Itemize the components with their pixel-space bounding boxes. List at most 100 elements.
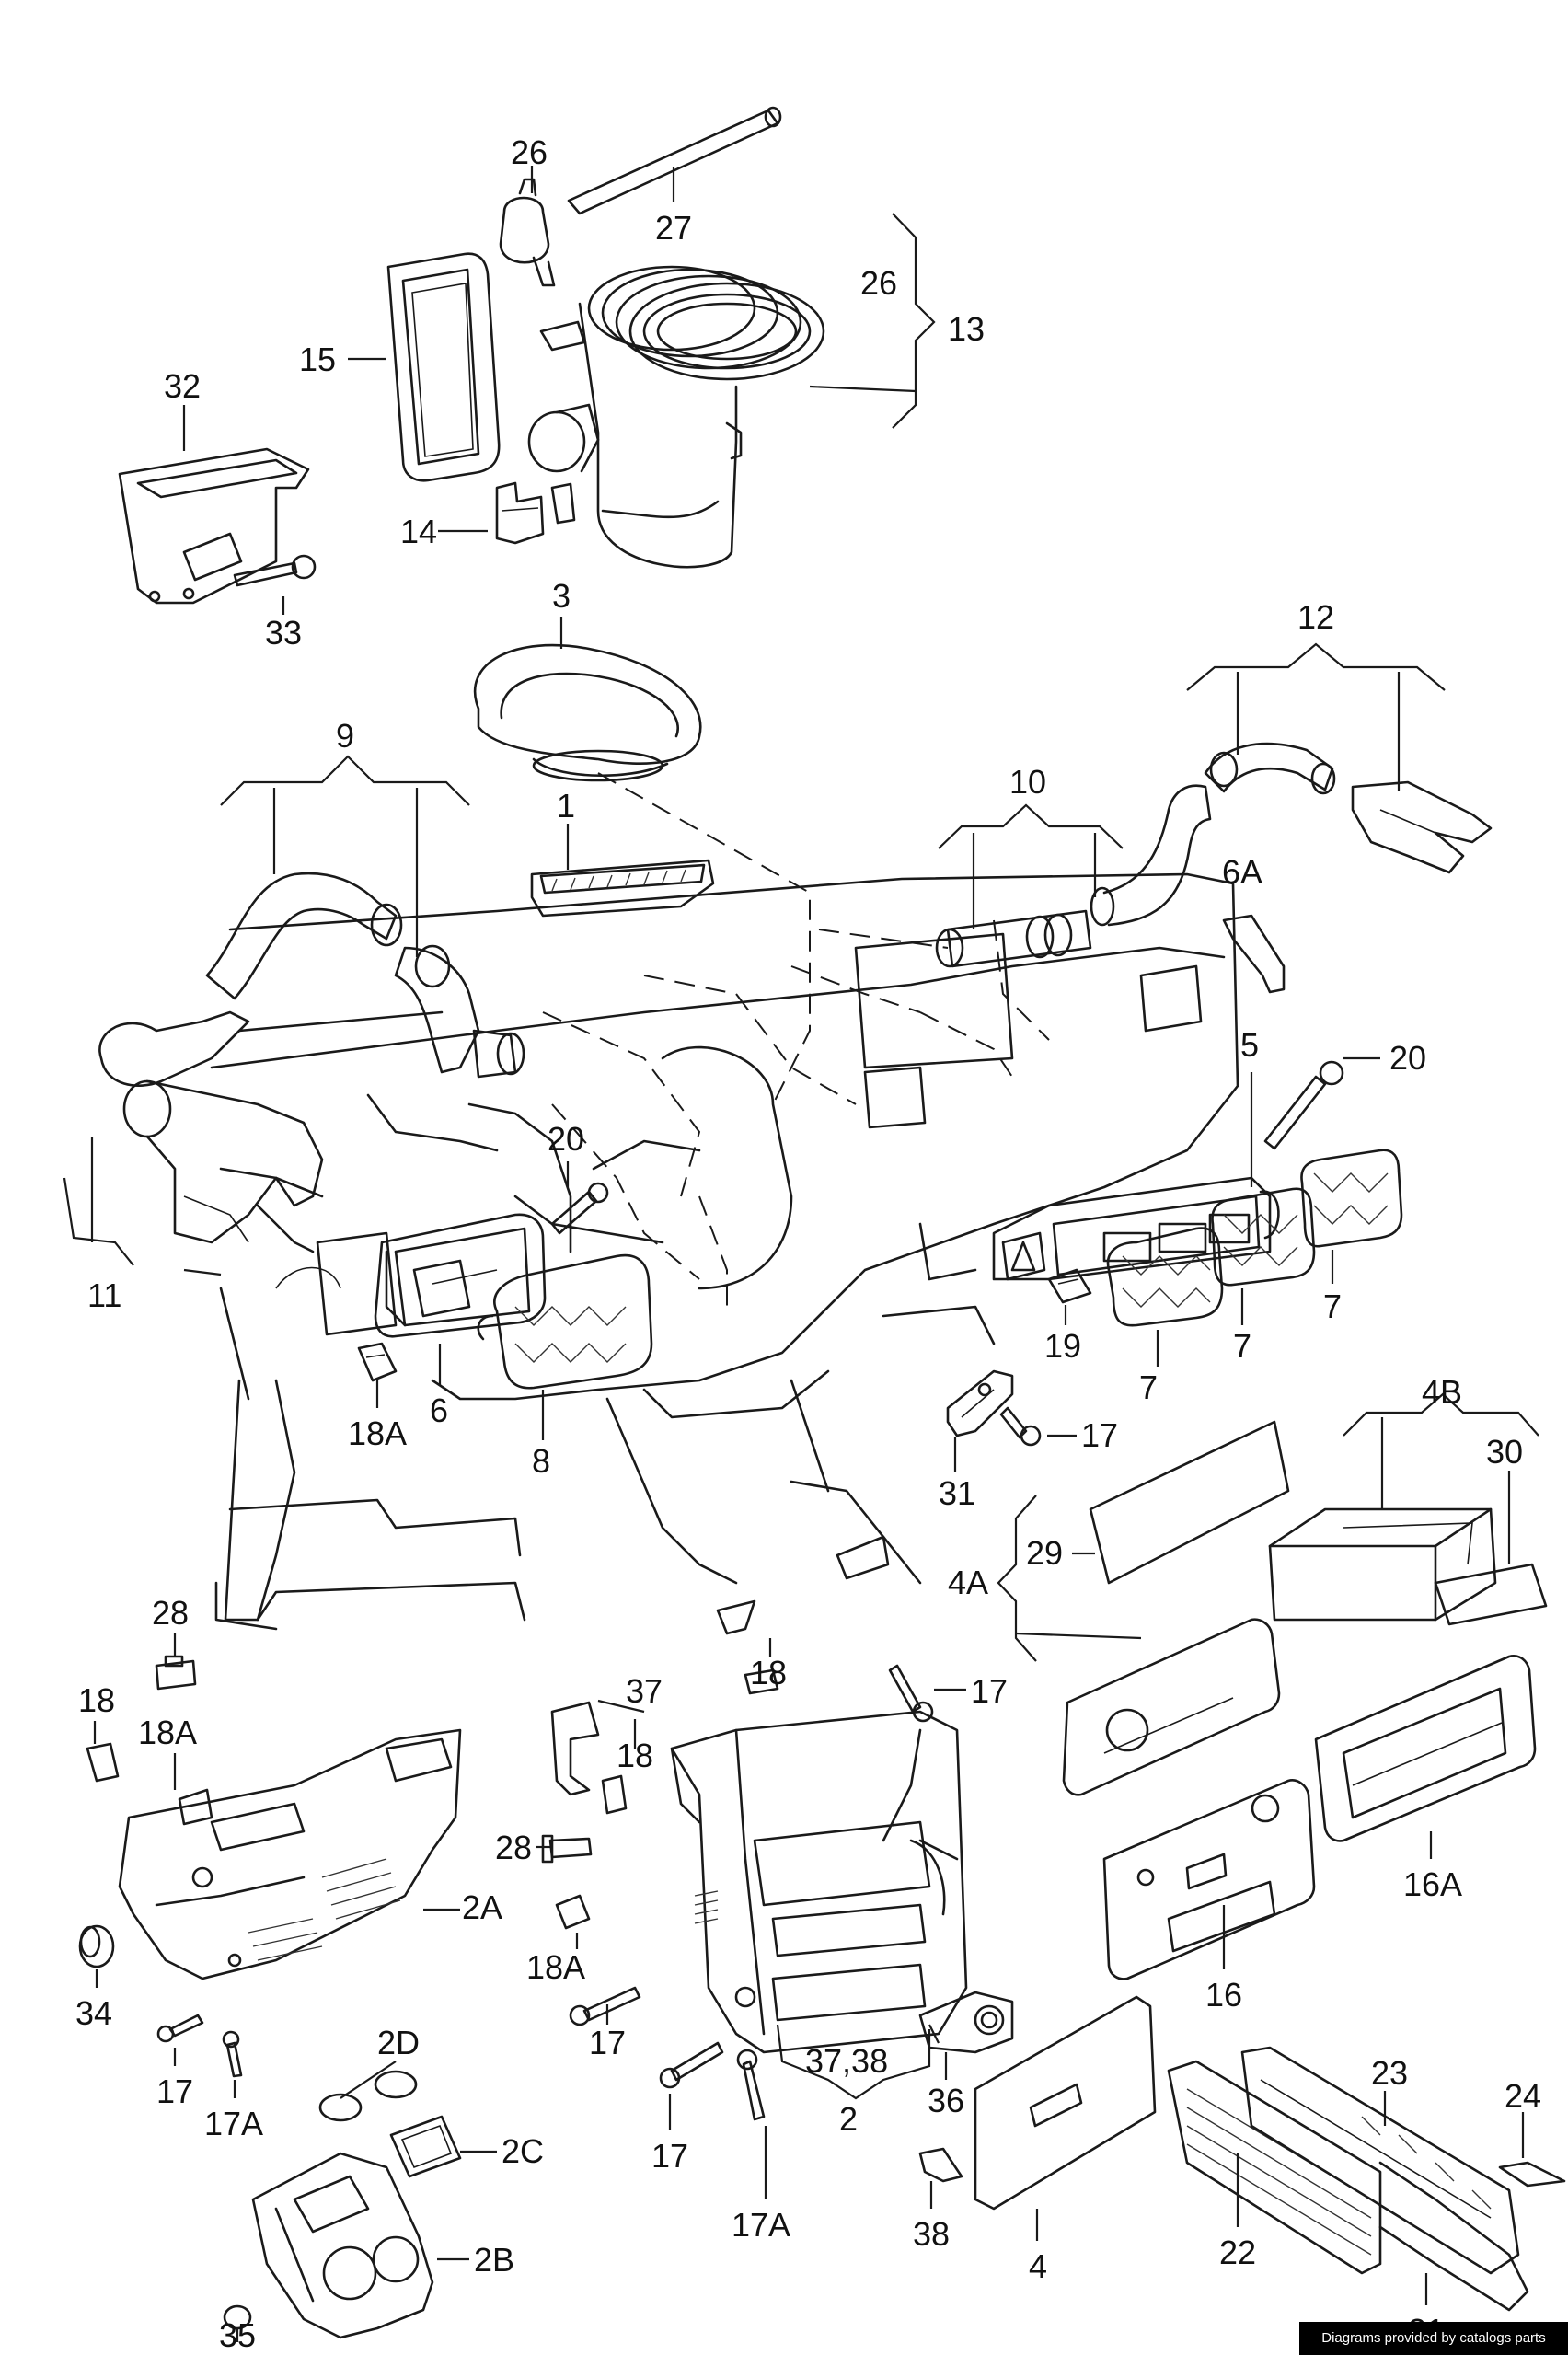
part-6A-bracket [1222,914,1286,994]
part-3-duct-cover [473,643,702,782]
callout-18A-left: 18A [348,1414,407,1452]
part-28-plug-center [541,1834,593,1864]
callout-6: 6 [430,1391,448,1429]
callout-17-bottom: 17 [651,2137,688,2175]
part-14-clip [495,481,576,545]
callout-8: 8 [532,1442,550,1480]
callout-5: 5 [1240,1026,1259,1064]
callout-3: 3 [552,577,571,615]
part-22-trim [1167,2060,1382,2275]
part-18-clip-left [86,1742,120,1783]
part-30-pad [1434,1563,1548,1626]
part-34-cap [78,1924,115,1968]
part-7-vent-a [1106,1227,1224,1327]
part-12-hose [1204,742,1493,874]
assembly-lines [542,772,1050,1307]
part-38-clip [918,2147,963,2183]
part-2-center-console [670,1710,968,2054]
callout-labels: 26 27 26 13 15 32 14 33 3 12 9 10 1 6A 5… [75,133,1541,2354]
part-26-valve [499,178,556,287]
part-7-vent-b [1211,1187,1316,1287]
callout-28-left: 28 [152,1594,189,1632]
part-32-bracket [118,447,310,605]
callout-29: 29 [1026,1534,1063,1572]
callout-18A-left-2: 18A [138,1714,197,1751]
callout-9: 9 [336,717,354,755]
callout-18-center-2: 18 [750,1654,787,1691]
part-17-screw-upper [999,1406,1042,1447]
callout-2C: 2C [502,2132,544,2170]
callout-7-a: 7 [1139,1368,1158,1406]
callout-16A: 16A [1403,1865,1462,1903]
part-31-bracket [946,1369,1014,1437]
callout-22: 22 [1219,2234,1256,2271]
callout-17A-bottom: 17A [732,2206,790,2244]
part-1-grille [530,859,715,918]
callout-1: 1 [557,787,575,825]
callout-4: 4 [1029,2247,1047,2285]
part-4A-panel [1062,1618,1281,1796]
part-37-brackets [550,1535,890,1796]
part-8-vent [477,1253,653,1390]
callout-14: 14 [400,513,437,550]
part-24-clip [1498,2161,1566,2188]
part-16-panel [1102,1779,1316,1980]
callout-10: 10 [1009,763,1046,801]
part-18A-clip-left-2 [178,1788,213,1826]
part-10-hose [935,784,1212,968]
callout-4B: 4B [1422,1373,1462,1411]
part-17-screws-center [569,1664,934,2089]
part-17A-screw-left [222,2030,243,2078]
callout-36: 36 [928,2082,964,2119]
part-21-strip [1378,2161,1529,2312]
callout-20-right: 20 [1389,1039,1426,1077]
callout-2B: 2B [474,2241,514,2279]
callout-17A-left: 17A [204,2105,263,2142]
part-17A-screw-center [736,2049,766,2121]
callout-20-left: 20 [548,1120,584,1158]
part-33-screw [233,554,317,587]
callout-28-center: 28 [495,1829,532,1866]
callout-19: 19 [1044,1327,1081,1365]
part-18A-clip-left [357,1342,398,1382]
callout-35: 35 [219,2316,256,2354]
callout-2A: 2A [462,1888,502,1926]
callout-37: 37 [626,1672,663,1710]
callout-38: 38 [913,2215,950,2253]
part-29-panel [1089,1420,1290,1585]
callout-6A: 6A [1222,853,1262,891]
part-27-hose [567,106,782,215]
part-36-holder [918,1991,1014,2054]
callout-15: 15 [299,341,336,378]
callout-31: 31 [939,1474,975,1512]
part-28-plug-left [155,1655,197,1691]
callout-7-b: 7 [1233,1327,1251,1365]
part-6-vent-housing [316,1213,547,1338]
part-17-screw-left [156,2014,204,2043]
part-4-glovebox-lid [974,1995,1157,2211]
callout-33: 33 [265,614,302,652]
callout-17-left: 17 [156,2072,193,2110]
part-2A-console-cover [118,1728,462,1980]
callout-7-c: 7 [1323,1287,1342,1325]
callout-24: 24 [1505,2077,1541,2115]
callout-2: 2 [839,2100,858,2138]
callout-30: 30 [1486,1433,1523,1471]
part-9-hose [205,872,525,1079]
callout-18-left: 18 [78,1681,115,1719]
callout-18-center: 18 [617,1737,653,1774]
callout-17-upper: 17 [1081,1416,1118,1454]
callout-26-brace: 26 [860,264,897,302]
part-2D-caps [318,2070,418,2122]
callout-2D: 2D [377,2024,420,2061]
callout-17-center: 17 [589,2024,626,2061]
callout-12: 12 [1297,598,1334,636]
part-13-air-duct [527,265,825,569]
callout-27: 27 [655,209,692,247]
part-18-clip-center [601,1774,628,1815]
callout-32: 32 [164,367,201,405]
callout-37-38: 37,38 [805,2042,888,2080]
part-18A-clip-center [555,1894,591,1930]
part-7-vent-c [1300,1149,1403,1248]
